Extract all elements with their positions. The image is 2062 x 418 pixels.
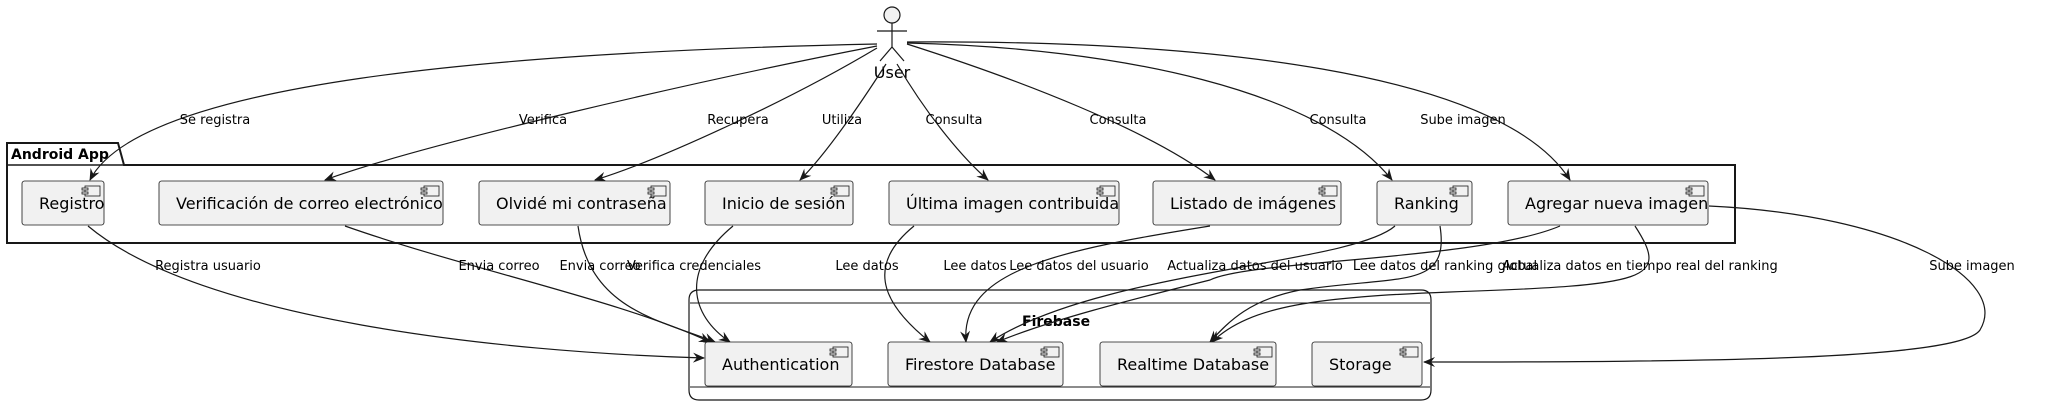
component-label: Olvidé mi contraseña bbox=[496, 194, 667, 213]
component-inicio: Inicio de sesión bbox=[704, 180, 854, 226]
component-label: Firestore Database bbox=[905, 355, 1055, 374]
component-label: Listado de imágenes bbox=[1170, 194, 1336, 213]
edge-registro-auth bbox=[87, 225, 705, 363]
edges: Se registra Verifica Recupera Utiliza Consul… bbox=[87, 41, 2015, 367]
component-icon bbox=[1318, 185, 1338, 197]
component-icon bbox=[1040, 346, 1060, 358]
edge-label-ranking-realtime: Lee datos del ranking global bbox=[1353, 259, 1537, 274]
component-label: Agregar nueva imagen bbox=[1525, 194, 1708, 213]
edge-label-inicio-auth: Verifica credenciales bbox=[627, 259, 761, 274]
component-icon bbox=[81, 185, 101, 197]
component-label: Inicio de sesión bbox=[722, 194, 845, 213]
package-android-title: Android App bbox=[11, 147, 109, 163]
actor-user: User bbox=[874, 6, 911, 82]
components: Registro Verificación de correo electróni… bbox=[21, 180, 1709, 387]
component-registro: Registro bbox=[21, 180, 104, 226]
edge-ranking-realtime bbox=[1209, 225, 1442, 343]
edge-agregar-storage bbox=[1423, 205, 1986, 367]
edge-label-agregar-storage: Sube imagen bbox=[1929, 259, 2015, 274]
component-icon bbox=[647, 185, 667, 197]
edge-user-olvide bbox=[594, 47, 878, 182]
edge-agregar-realtime bbox=[1211, 225, 1650, 343]
edge-label-user-registro: Se registra bbox=[180, 113, 250, 128]
edge-user-inicio bbox=[799, 63, 887, 181]
component-ranking: Ranking bbox=[1376, 180, 1473, 226]
component-icon bbox=[1399, 346, 1419, 358]
component-listado: Listado de imágenes bbox=[1152, 180, 1342, 226]
edge-label-user-listado: Consulta bbox=[1090, 113, 1147, 128]
component-label: Storage bbox=[1329, 355, 1392, 374]
component-icon bbox=[1096, 185, 1116, 197]
edge-label-ultima-firestore: Lee datos bbox=[835, 259, 898, 274]
edge-label-user-inicio: Utiliza bbox=[822, 113, 862, 128]
edge-user-ranking bbox=[906, 42, 1393, 181]
component-olvide: Olvidé mi contraseña bbox=[478, 180, 671, 226]
edge-user-verificacion bbox=[324, 45, 878, 181]
component-icon bbox=[830, 185, 850, 197]
edge-label-user-verificacion: Verifica bbox=[519, 113, 567, 128]
edge-label-user-olvide: Recupera bbox=[707, 113, 768, 128]
edge-agregar-firestore bbox=[996, 225, 1561, 343]
component-icon bbox=[1449, 185, 1469, 197]
component-agregar: Agregar nueva imagen bbox=[1507, 180, 1709, 226]
package-android-app: Android App bbox=[6, 142, 1736, 244]
component-label: Verificación de correo electrónico bbox=[176, 194, 443, 213]
component-icon bbox=[420, 185, 440, 197]
edge-user-agregar bbox=[906, 41, 1571, 181]
actor-user-label: User bbox=[874, 63, 911, 82]
component-firestore: Firestore Database bbox=[887, 341, 1064, 387]
component-storage: Storage bbox=[1311, 341, 1423, 387]
component-icon bbox=[1685, 185, 1705, 197]
component-auth: Authentication bbox=[704, 341, 853, 387]
component-icon bbox=[1253, 346, 1273, 358]
component-icon bbox=[829, 346, 849, 358]
component-label: Authentication bbox=[722, 355, 839, 374]
edge-label-user-ultima: Consulta bbox=[926, 113, 983, 128]
component-ultima: Última imagen contribuida bbox=[888, 180, 1120, 226]
edge-user-ultima bbox=[896, 63, 989, 181]
component-label: Registro bbox=[39, 194, 104, 213]
edge-label-verificacion-auth: Envia correo bbox=[458, 259, 539, 274]
edge-label-listado-firestore: Lee datos bbox=[943, 259, 1006, 274]
edge-label-agregar-firestore: Actualiza datos del usuario bbox=[1167, 259, 1343, 274]
package-firebase-title: Firebase bbox=[1022, 314, 1090, 330]
component-realtime: Realtime Database bbox=[1099, 341, 1277, 387]
edge-label-registro-auth: Registra usuario bbox=[155, 259, 261, 274]
edge-label-agregar-realtime: Actualiza datos en tiempo real del ranki… bbox=[1502, 259, 1777, 274]
edge-inicio-auth bbox=[696, 225, 734, 343]
edge-user-registro bbox=[89, 43, 878, 181]
edge-ultima-firestore bbox=[884, 225, 931, 343]
edge-label-user-agregar: Sube imagen bbox=[1420, 113, 1506, 128]
component-label: Última imagen contribuida bbox=[906, 194, 1119, 213]
component-label: Realtime Database bbox=[1117, 355, 1269, 374]
edge-label-user-ranking: Consulta bbox=[1310, 113, 1367, 128]
edge-user-listado bbox=[906, 43, 1216, 181]
edge-olvide-auth bbox=[577, 225, 716, 343]
edge-ranking-firestore bbox=[989, 225, 1396, 343]
component-verificacion: Verificación de correo electrónico bbox=[158, 180, 444, 226]
edge-label-ranking-firestore: Lee datos del usuario bbox=[1009, 259, 1148, 274]
edge-label-olvide-auth: Envia correo bbox=[559, 259, 640, 274]
edge-listado-firestore bbox=[960, 225, 1211, 343]
component-label: Ranking bbox=[1394, 194, 1459, 213]
